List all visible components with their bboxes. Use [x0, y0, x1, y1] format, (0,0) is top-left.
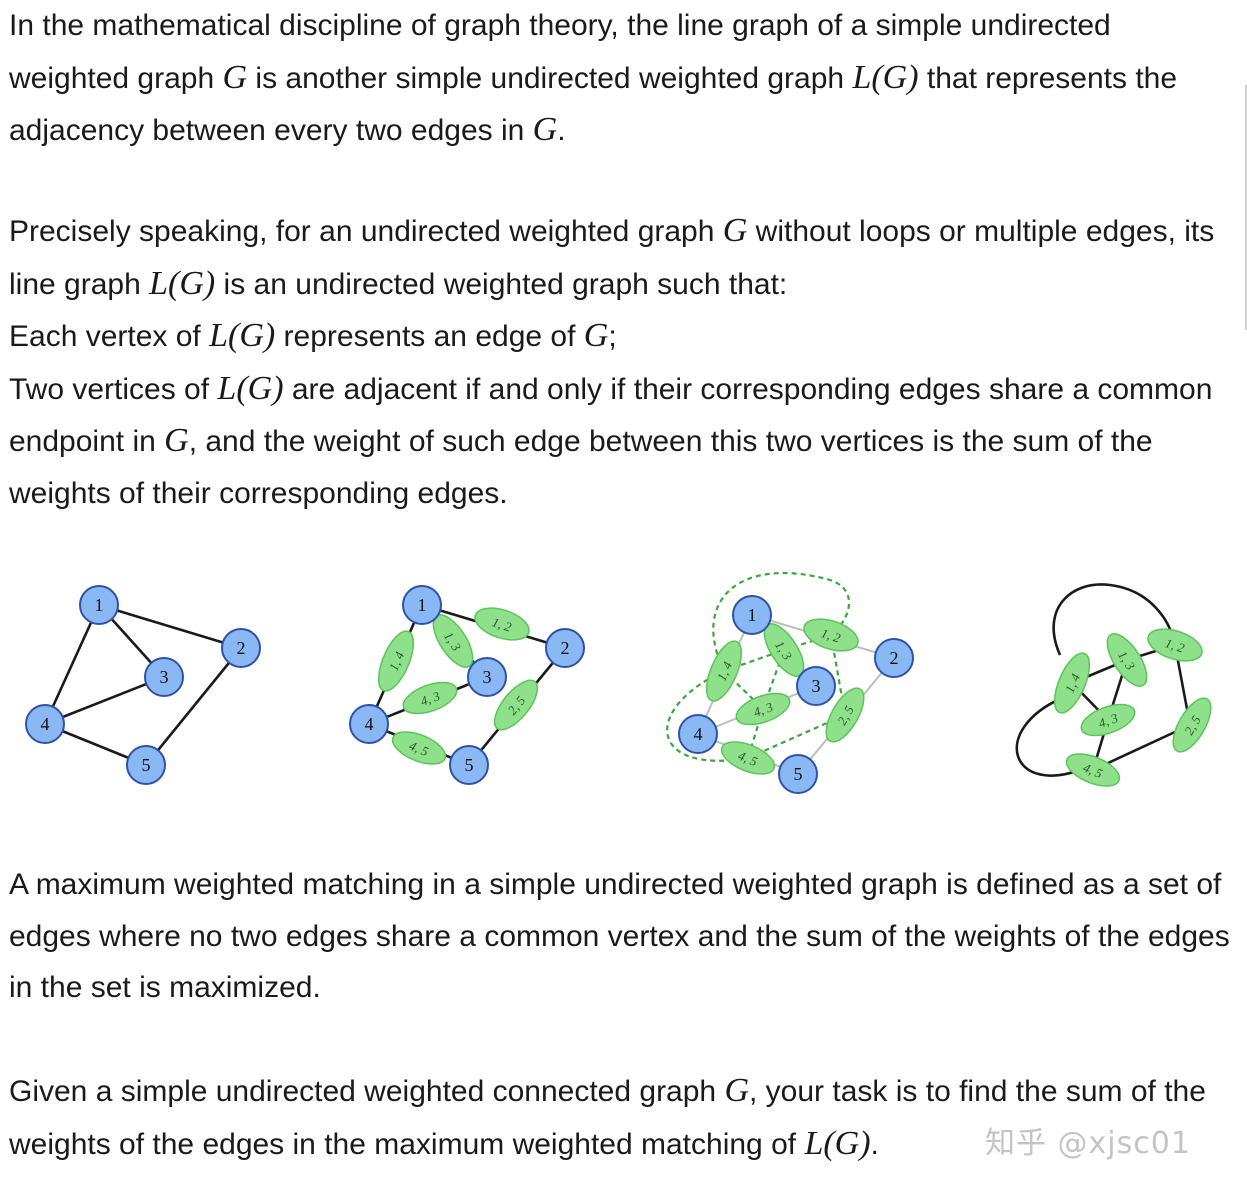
edge-vertex-4-3: 4, 3: [735, 692, 791, 726]
vertex-2: 2: [545, 628, 585, 668]
math-g: G: [583, 317, 609, 355]
svg-text:4, 3: 4, 3: [418, 688, 442, 709]
vertex-3: 3: [467, 657, 507, 697]
vertex-4: 4: [25, 704, 65, 744]
math-g: G: [532, 111, 558, 149]
edge-vertex-2-5: 2, 5: [493, 679, 539, 731]
edge-vertex-1-2: 1, 2: [474, 607, 530, 641]
task-paragraph: Given a simple undirected weighted conne…: [9, 1072, 1206, 1162]
edge-vertex-4-3: 4, 3: [402, 681, 458, 715]
vertex-3: 3: [144, 657, 184, 697]
edge-vertex-4-5: 4, 5: [1065, 753, 1121, 787]
edge-vertex-1-3: 1, 3: [1106, 633, 1148, 687]
matching-paragraph: A maximum weighted matching in a simple …: [9, 868, 1230, 1005]
edge-vertex-4-5: 4, 5: [720, 741, 776, 775]
svg-text:1, 4: 1, 4: [1062, 671, 1084, 695]
svg-text:4, 5: 4, 5: [407, 738, 431, 759]
math-g: G: [222, 58, 248, 96]
edge-vertex-1-4: 1, 4: [1053, 652, 1091, 714]
svg-text:1, 4: 1, 4: [386, 649, 408, 673]
vertex-2: 2: [874, 638, 914, 678]
svg-text:3: 3: [812, 676, 821, 696]
edge-vertex-4-5: 4, 5: [391, 731, 447, 765]
edge-vertex-1-4: 1, 4: [377, 630, 415, 692]
svg-text:1: 1: [748, 605, 757, 625]
edge-vertex-2-5: 2, 5: [1172, 697, 1212, 753]
svg-text:5: 5: [142, 755, 151, 775]
svg-text:4: 4: [41, 714, 50, 734]
svg-text:1, 4: 1, 4: [714, 659, 736, 683]
vertex-4: 4: [349, 704, 389, 744]
math-lg: L(G): [209, 317, 276, 355]
svg-text:1: 1: [95, 595, 104, 615]
svg-text:5: 5: [794, 764, 803, 784]
definition-lead: Precisely speaking, for an undirected we…: [9, 212, 1215, 302]
math-g: G: [164, 422, 189, 460]
panel-line-graph: 1, 2 1, 3 1, 4 4, 3 4, 5 2, 5: [1015, 583, 1212, 787]
line-graph-construction-figures: 1 2 3 4 5 1, 2 1, 3 1, 4 4, 3 4, 5 2, 5 …: [0, 560, 1247, 810]
svg-text:4, 5: 4, 5: [736, 748, 760, 769]
svg-text:2: 2: [237, 638, 246, 658]
panel-adjacency-added: 1, 2 1, 3 1, 4 4, 3 4, 5 2, 5 1 2 3 4 5: [666, 571, 914, 794]
vertex-5: 5: [126, 745, 166, 785]
svg-text:1, 2: 1, 2: [490, 614, 514, 634]
math-g: G: [722, 212, 748, 249]
zhihu-watermark: 知乎 @xjsc01: [985, 1126, 1191, 1161]
vertex-3: 3: [796, 666, 836, 706]
figures-svg: 1 2 3 4 5 1, 2 1, 3 1, 4 4, 3 4, 5 2, 5 …: [25, 571, 1212, 794]
svg-text:5: 5: [465, 755, 474, 775]
definition-rule-vertices: Each vertex of L(G) represents an edge o…: [9, 317, 617, 355]
svg-text:3: 3: [160, 667, 169, 687]
svg-text:1, 2: 1, 2: [819, 625, 843, 645]
svg-text:1, 2: 1, 2: [1163, 635, 1187, 655]
edge-4-3: [44, 675, 165, 726]
edge-vertex-4-3: 4, 3: [1080, 703, 1136, 737]
svg-text:4: 4: [694, 724, 703, 744]
intro-paragraph: In the mathematical discipline of graph …: [9, 9, 1178, 149]
definition-rule-edges: Two vertices of L(G) are adjacent if and…: [9, 369, 1213, 510]
svg-text:4, 3: 4, 3: [751, 699, 775, 720]
vertex-1: 1: [402, 585, 442, 625]
edge-vertex-1-4: 1, 4: [705, 640, 743, 702]
edge-1-2: [98, 603, 242, 650]
svg-text:1: 1: [418, 595, 427, 615]
vertex-5: 5: [449, 745, 489, 785]
edge-vertex-1-3: 1, 3: [432, 614, 474, 668]
vertex-5: 5: [778, 754, 818, 794]
panel-edges-as-vertices: 1, 2 1, 3 1, 4 4, 3 4, 5 2, 5 1 2 3 4 5: [349, 585, 585, 785]
vertex-1: 1: [79, 585, 119, 625]
svg-text:4, 3: 4, 3: [1096, 710, 1120, 731]
edge-2-5: [144, 647, 243, 766]
math-lg: L(G): [804, 1124, 871, 1162]
math-lg: L(G): [149, 264, 216, 302]
edge-vertex-1-2: 1, 2: [803, 618, 859, 652]
vertex-4: 4: [678, 714, 718, 754]
edge-vertex-2-5: 2, 5: [825, 687, 865, 743]
vertex-2: 2: [221, 628, 261, 668]
scrollbar-edge[interactable]: [1245, 85, 1247, 330]
svg-text:2: 2: [561, 638, 570, 658]
edge-1-4: [43, 604, 101, 725]
math-lg: L(G): [852, 58, 919, 96]
math-g: G: [724, 1072, 750, 1109]
math-lg: L(G): [217, 369, 284, 407]
svg-text:2: 2: [890, 648, 899, 668]
panel-original-graph: 1 2 3 4 5: [25, 585, 261, 785]
edge-vertex-1-2: 1, 2: [1147, 628, 1203, 662]
vertex-1: 1: [732, 595, 772, 635]
definition-paragraph: Precisely speaking, for an undirected we…: [9, 205, 1239, 520]
svg-text:4: 4: [365, 714, 374, 734]
svg-text:3: 3: [483, 667, 492, 687]
svg-text:4, 5: 4, 5: [1081, 760, 1105, 781]
